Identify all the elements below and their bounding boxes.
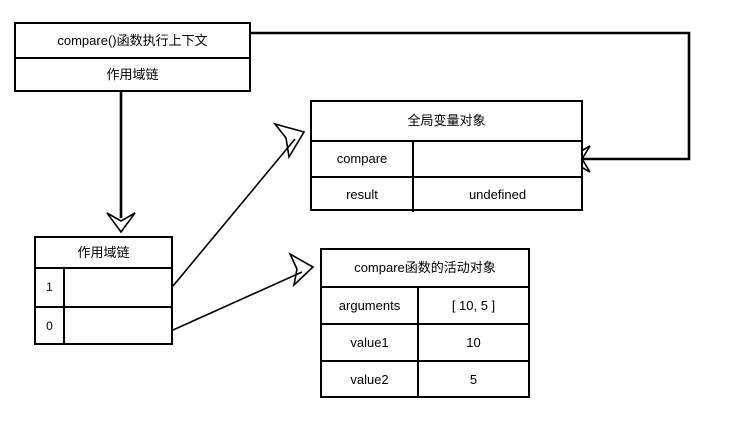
activation-object-value-value1: 10 <box>466 334 481 350</box>
scope-chain-value-1 <box>65 269 171 306</box>
scope-chain-header-label: 作用域链 <box>77 244 130 260</box>
global-variable-object-box[interactable]: 全局变量对象 compare result undefined <box>310 100 583 212</box>
global-variable-object-header-row: 全局变量对象 <box>312 102 581 140</box>
activation-object-value-arguments: [ 10, 5 ] <box>451 297 496 313</box>
global-variable-object-result-row[interactable]: result undefined <box>312 176 581 212</box>
activation-object-header-row: compare函数的活动对象 <box>322 250 528 286</box>
scope-chain-header-row: 作用域链 <box>36 238 171 267</box>
activation-object-key-arguments: arguments <box>322 288 419 323</box>
scope-chain-index-1: 1 <box>36 269 65 306</box>
scope-chain-box[interactable]: 作用域链 1 0 <box>34 236 173 345</box>
compare-activation-object-box[interactable]: compare函数的活动对象 arguments [ 10, 5 ] value… <box>320 248 530 398</box>
activation-object-key-value2: value2 <box>322 362 419 397</box>
global-variable-object-value-result: undefined <box>468 187 527 203</box>
scope-slot-1-to-global-link <box>172 122 306 287</box>
global-variable-object-value-compare <box>414 142 581 176</box>
activation-object-header-label: compare函数的活动对象 <box>354 260 496 276</box>
execution-context-scope-chain-label: 作用域链 <box>106 66 159 82</box>
activation-object-arguments-row[interactable]: arguments [ 10, 5 ] <box>322 286 528 323</box>
global-variable-object-key-compare: compare <box>312 142 414 176</box>
context-to-scope-chain-link <box>106 92 136 234</box>
execution-context-scope-chain-row[interactable]: 作用域链 <box>16 57 249 90</box>
activation-object-value2-row[interactable]: value2 5 <box>322 360 528 397</box>
scope-chain-row-1[interactable]: 1 <box>36 267 171 306</box>
global-variable-object-key-result: result <box>312 178 414 212</box>
activation-object-value1-row[interactable]: value1 10 <box>322 323 528 360</box>
scope-chain-index-0: 0 <box>36 308 65 345</box>
global-variable-object-header-label: 全局变量对象 <box>407 113 486 129</box>
scope-chain-value-0 <box>65 308 171 345</box>
scope-chain-row-0[interactable]: 0 <box>36 306 171 345</box>
execution-context-title-row: compare()函数执行上下文 <box>16 24 249 57</box>
scope-slot-0-to-activation-link <box>172 252 315 331</box>
compare-execution-context-box[interactable]: compare()函数执行上下文 作用域链 <box>14 22 251 92</box>
activation-object-value-value2: 5 <box>469 371 478 387</box>
activation-object-key-value1: value1 <box>322 325 419 360</box>
execution-context-title: compare()函数执行上下文 <box>57 32 208 48</box>
global-variable-object-compare-row[interactable]: compare <box>312 140 581 176</box>
